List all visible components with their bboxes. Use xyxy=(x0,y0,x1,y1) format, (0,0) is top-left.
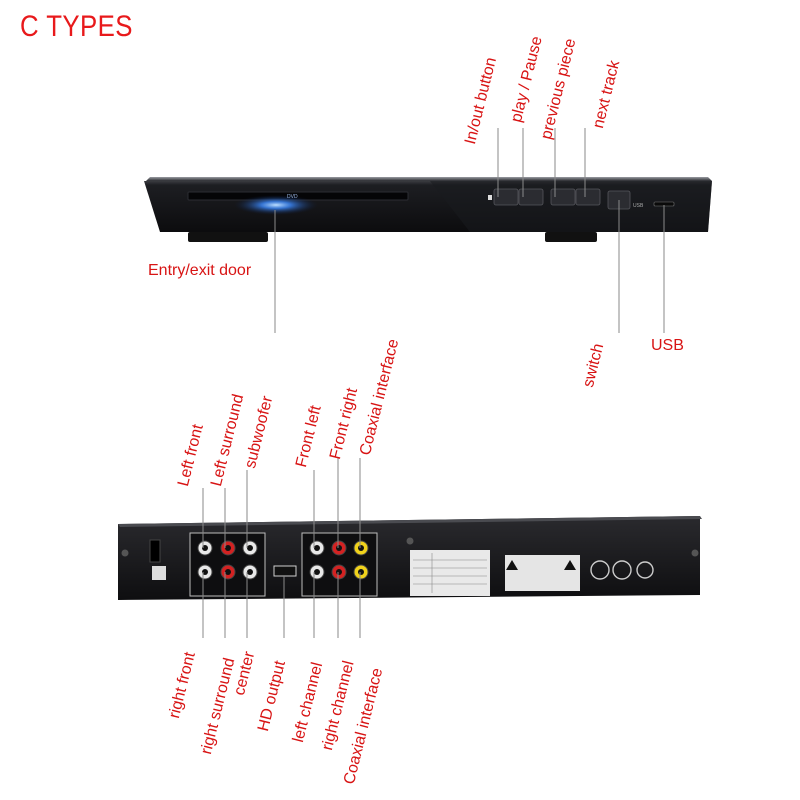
warning-icon xyxy=(564,560,576,570)
ir-sensor xyxy=(488,195,492,200)
previous-button xyxy=(550,188,576,206)
leader-lines xyxy=(202,128,665,638)
usb-port-text: USB xyxy=(633,203,644,209)
front-buttons xyxy=(488,188,675,210)
ccc-mark-icon xyxy=(636,561,654,579)
in-out-button xyxy=(493,188,519,206)
spec-sticker xyxy=(410,550,490,596)
warning-icon xyxy=(506,560,518,570)
screw-right xyxy=(691,549,699,557)
power-socket xyxy=(149,539,161,563)
power-label-plate xyxy=(152,566,166,580)
dvd-player-front xyxy=(144,177,712,242)
dvd-player-rear xyxy=(118,516,702,600)
rca-jacks-stereo xyxy=(309,540,369,580)
label-entry-exit-door: Entry/exit door xyxy=(148,262,252,279)
disc-logo: DVD xyxy=(287,194,298,200)
warning-label xyxy=(505,555,580,591)
next-button xyxy=(575,188,601,206)
front-top-edge xyxy=(146,177,712,181)
hdmi-port xyxy=(273,565,297,577)
screw-mid xyxy=(406,537,414,545)
screw-left xyxy=(121,549,129,557)
foot-right xyxy=(545,232,597,242)
rear-top-edge xyxy=(118,516,702,527)
rca-jacks-surround xyxy=(197,540,258,580)
page-title: C TYPES xyxy=(20,10,133,43)
label-usb: USB xyxy=(651,337,684,354)
foot-left xyxy=(188,232,268,242)
blue-led xyxy=(234,195,318,215)
recycle-mark-icon xyxy=(612,560,632,580)
cert-mark-icon xyxy=(590,560,610,580)
play-pause-button xyxy=(518,188,544,206)
